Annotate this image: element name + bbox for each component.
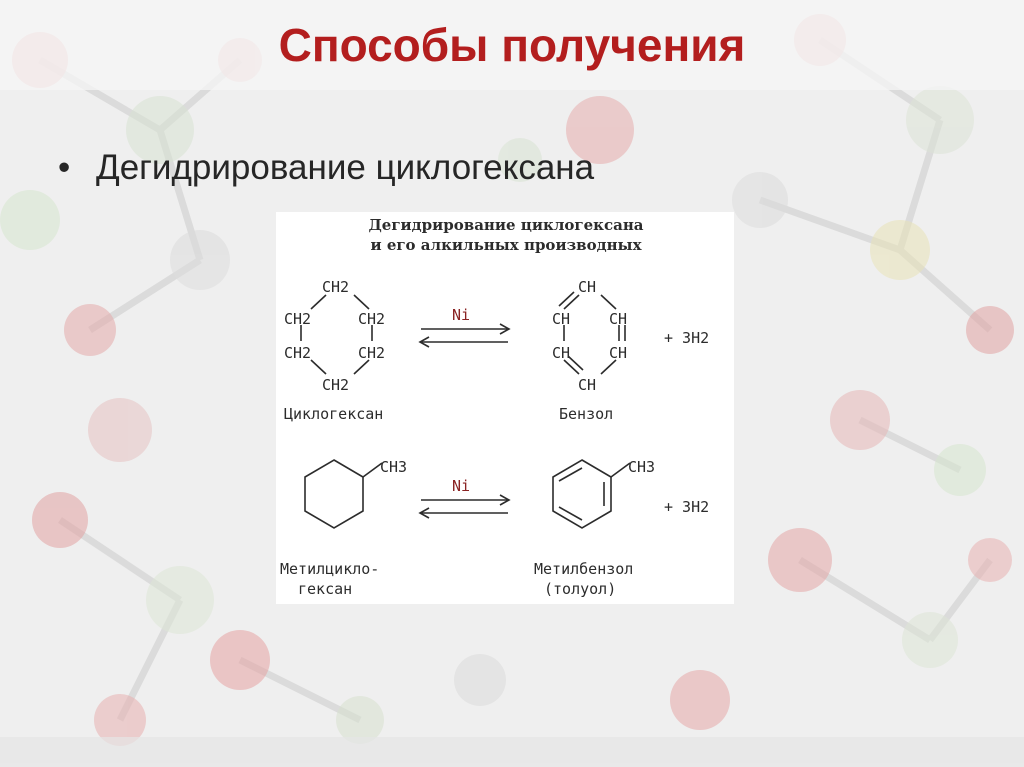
cyclohexane-group-bottom: CH2: [322, 376, 349, 394]
scheme-heading-line1: Дегидрирование циклогексана: [368, 216, 644, 234]
methylcyclohexane-name-line1: Метилцикло-: [280, 560, 379, 578]
benzene-group-lower-left: CH: [552, 344, 570, 362]
scheme-heading: Дегидрирование циклогексана и его алкиль…: [336, 215, 676, 255]
catalyst-label-1: Ni: [452, 306, 470, 324]
cyclohexane-group-lower-right: CH2: [358, 344, 385, 362]
title-band: [0, 0, 1024, 90]
cyclohexane-group-upper-right: CH2: [358, 310, 385, 328]
methylcyclohexane-name-line2: гексан: [298, 580, 352, 598]
reaction-scheme-panel: Дегидрирование циклогексана и его алкиль…: [276, 212, 734, 604]
bullet-item: • Дегидрирование циклогексана: [58, 148, 594, 188]
methyl-group-2: CH3: [628, 458, 655, 476]
methyl-group-1: CH3: [380, 458, 407, 476]
bullet-marker: •: [58, 148, 71, 187]
benzene-name: Бензол: [559, 405, 613, 423]
toluene-name-line1: Метилбензол: [534, 560, 633, 578]
cyclohexane-name: Циклогексан: [284, 405, 383, 423]
benzene-group-bottom: CH: [578, 376, 596, 394]
cyclohexane-group-top: CH2: [322, 278, 349, 296]
bullet-text: Дегидрирование циклогексана: [96, 148, 595, 187]
byproduct-label-1: + 3H2: [664, 329, 709, 347]
benzene-group-lower-right: CH: [609, 344, 627, 362]
scheme-heading-line2: и его алкильных производных: [370, 236, 642, 254]
catalyst-label-2: Ni: [452, 477, 470, 495]
benzene-group-upper-left: CH: [552, 310, 570, 328]
byproduct-label-2: + 3H2: [664, 498, 709, 516]
cyclohexane-group-lower-left: CH2: [284, 344, 311, 362]
bottom-strip: [0, 737, 1024, 767]
slide-title: Способы получения: [278, 19, 746, 71]
benzene-group-top: CH: [578, 278, 596, 296]
benzene-group-upper-right: CH: [609, 310, 627, 328]
cyclohexane-group-upper-left: CH2: [284, 310, 311, 328]
toluene-name-line2: (толуол): [544, 580, 616, 598]
reaction-scheme-drawing: CH2 CH2 CH2 CH2 CH2 CH2 Ni CH CH CH CH C…: [280, 278, 709, 598]
